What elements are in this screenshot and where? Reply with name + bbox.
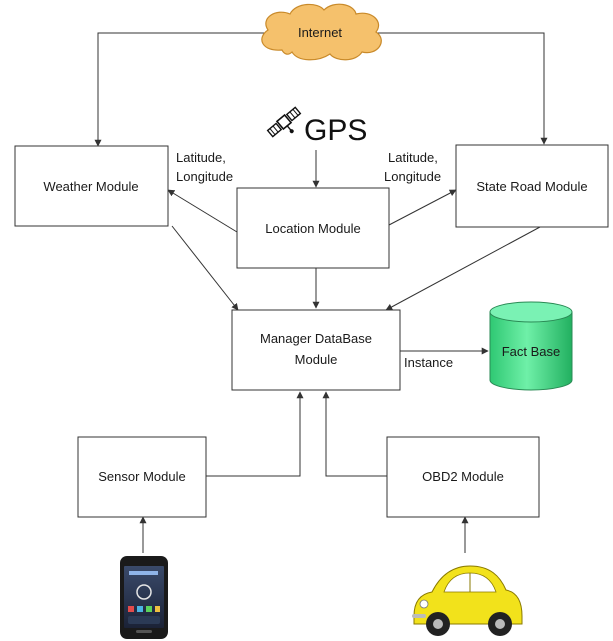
left-latlong-label-line1: Latitude, [176, 150, 226, 165]
smartphone-icon [120, 556, 168, 639]
fact-base: Fact Base [489, 301, 573, 391]
right-latlong-label-line2: Longitude [384, 169, 441, 184]
obd2-module: OBD2 Module [386, 436, 540, 518]
edge-location-to-state-road [388, 189, 457, 226]
manager-module-label-line2: Module [295, 352, 338, 367]
internet-label: Internet [298, 25, 342, 40]
manager-module-label-line1: Manager DataBase [260, 331, 372, 346]
location-module-label: Location Module [265, 221, 360, 236]
state-road-module-label: State Road Module [476, 179, 587, 194]
edge-internet-to-state-road [374, 32, 548, 145]
gps-source: GPS [266, 106, 367, 147]
database-cylinder-icon [489, 301, 573, 391]
weather-module-label: Weather Module [43, 179, 138, 194]
gps-label: GPS [304, 114, 367, 147]
weather-module: Weather Module [14, 145, 169, 227]
manager-database-module: Manager DataBase Module [231, 309, 401, 391]
edge-internet-to-weather [94, 32, 266, 147]
obd2-module-label: OBD2 Module [422, 469, 504, 484]
state-road-module: State Road Module [455, 144, 609, 228]
left-latlong-label-line2: Longitude [176, 169, 233, 184]
sensor-module: Sensor Module [77, 436, 207, 518]
instance-label: Instance [404, 355, 453, 370]
right-latlong-label-line1: Latitude, [388, 150, 438, 165]
edge-state-road-to-manager [385, 226, 541, 311]
internet-cloud: Internet [261, 3, 382, 61]
fact-base-label: Fact Base [502, 344, 561, 359]
edge-weather-to-manager [171, 225, 239, 311]
cloud-icon [261, 3, 382, 61]
edge-location-to-weather [167, 189, 238, 233]
edge-sensor-to-manager [206, 391, 304, 477]
car-icon [412, 565, 523, 636]
location-module: Location Module [236, 187, 390, 269]
sensor-module-label: Sensor Module [98, 469, 185, 484]
satellite-icon [266, 106, 302, 138]
edge-obd2-to-manager [322, 391, 387, 477]
